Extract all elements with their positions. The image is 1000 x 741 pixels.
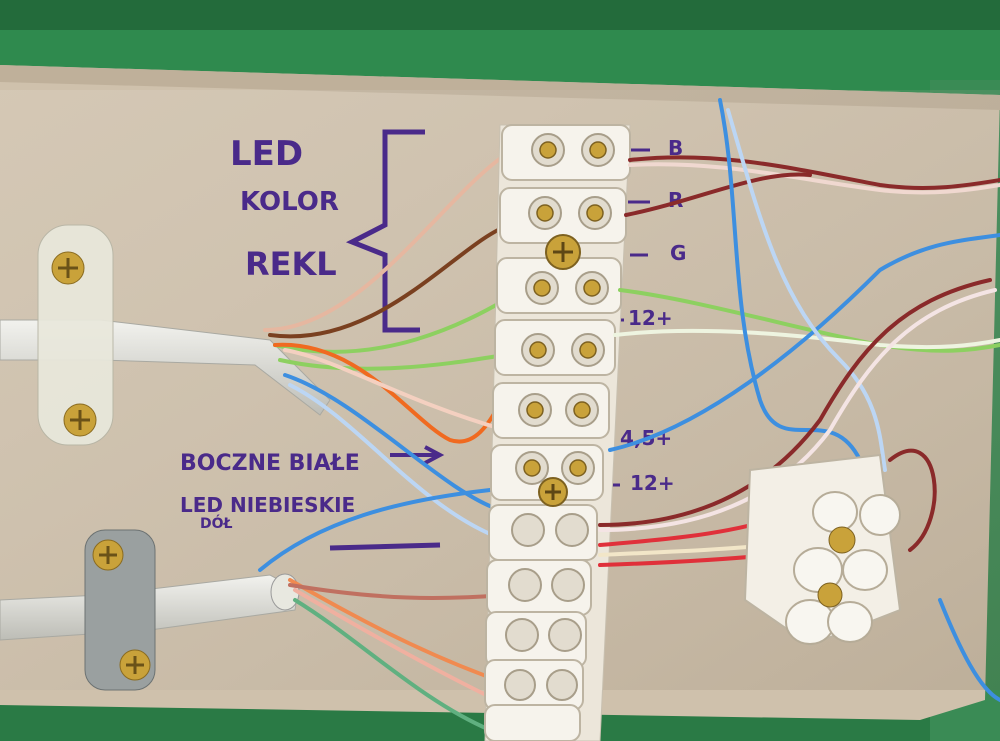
- wires-top-cable: [263, 153, 512, 542]
- label-dol: DÓŁ: [200, 514, 233, 532]
- mark-b: B: [668, 136, 683, 160]
- mark-12a: 12+: [628, 306, 673, 330]
- bracket-mark: [345, 129, 425, 333]
- secondary-connector-block: [743, 453, 902, 647]
- mark-12b: 12+: [630, 471, 675, 495]
- label-led-niebieskie: LED NIEBIESKIE: [180, 493, 355, 517]
- terminal-block-strip: [484, 124, 631, 741]
- mark-r: R: [668, 188, 683, 212]
- label-kolor: KOLOR: [240, 187, 339, 217]
- label-led: LED: [230, 134, 303, 174]
- label-rekl: REKL: [245, 245, 337, 283]
- label-boczne-biale: BOCZNE BIAŁE: [180, 451, 360, 476]
- mark-g: G: [670, 241, 686, 265]
